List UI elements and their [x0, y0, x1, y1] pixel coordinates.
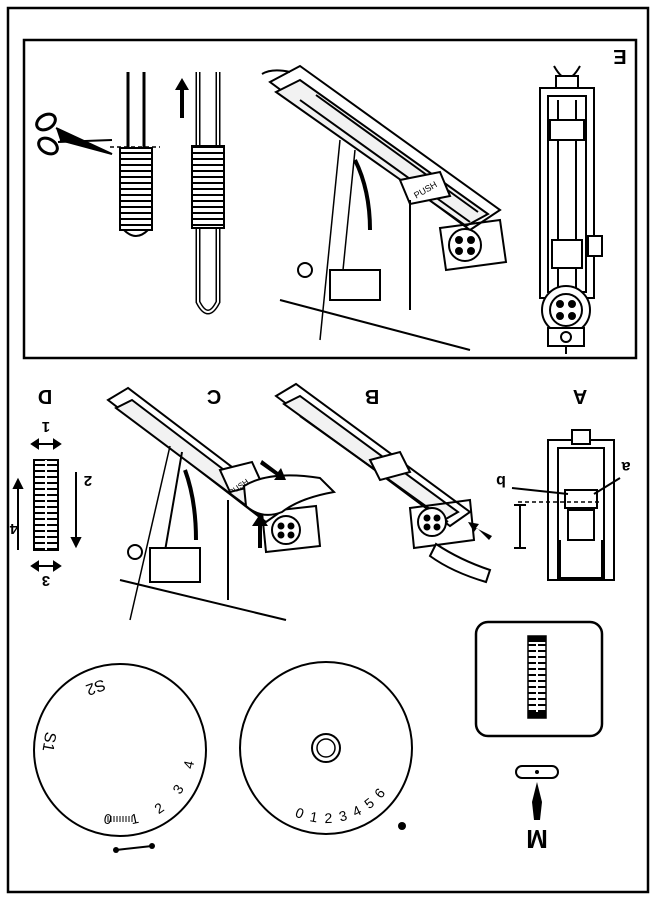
push-arrow-b-icon [468, 522, 492, 540]
step-2-label: 2 [84, 472, 92, 489]
step-3-label: 3 [42, 572, 50, 589]
figure-d-label: D [38, 385, 52, 407]
width-tick-1: 1 [309, 808, 320, 825]
page-border [6, 6, 650, 894]
figure-c-label: C [207, 385, 221, 407]
threaded-buttonhole [175, 72, 225, 315]
figure-c: C PUSH [106, 385, 337, 621]
figure-b-label: B [365, 385, 379, 407]
needle-icon [532, 782, 542, 820]
figure-e: E [22, 38, 638, 360]
length-s1-label: S1 [38, 731, 58, 753]
width-tick-3: 3 [337, 807, 349, 824]
figure-a-label: A [573, 385, 587, 407]
length-tick-1: 1 [129, 810, 140, 827]
mode-label: M [526, 824, 548, 854]
figure-e-label: E [613, 45, 626, 67]
buttonhole-fine-zone [107, 816, 133, 822]
cut-buttonhole [110, 72, 160, 237]
figure-a: A b a [496, 385, 630, 581]
step-4-label: 4 [9, 520, 18, 537]
width-indicator-dot [398, 822, 406, 830]
stitch-pattern-panel [474, 620, 604, 738]
push-arrow-c1-icon [260, 460, 286, 480]
pull-arrow-icon [175, 78, 189, 118]
length-tick-4: 4 [180, 759, 197, 770]
step-arrows [12, 438, 82, 572]
figure-d: D 1 2 3 4 [9, 385, 92, 589]
width-tick-2: 2 [324, 810, 333, 826]
figure-e-frame [22, 38, 638, 360]
length-indicator [113, 843, 155, 853]
label-a-arrow: a [621, 458, 630, 475]
figure-b: B [274, 382, 492, 584]
step-1-label: 1 [42, 418, 50, 435]
length-s2-label: S2 [83, 675, 107, 698]
length-dial-circle [33, 663, 207, 837]
buttonhole-foot-front [539, 65, 603, 354]
push-arrow-c2-icon [252, 514, 268, 548]
label-b-arrow: b [496, 472, 506, 489]
scissors-icon [35, 112, 113, 156]
mode-selector: M [515, 765, 559, 854]
buttonhole-foot-perspective: PUSH [261, 64, 508, 351]
